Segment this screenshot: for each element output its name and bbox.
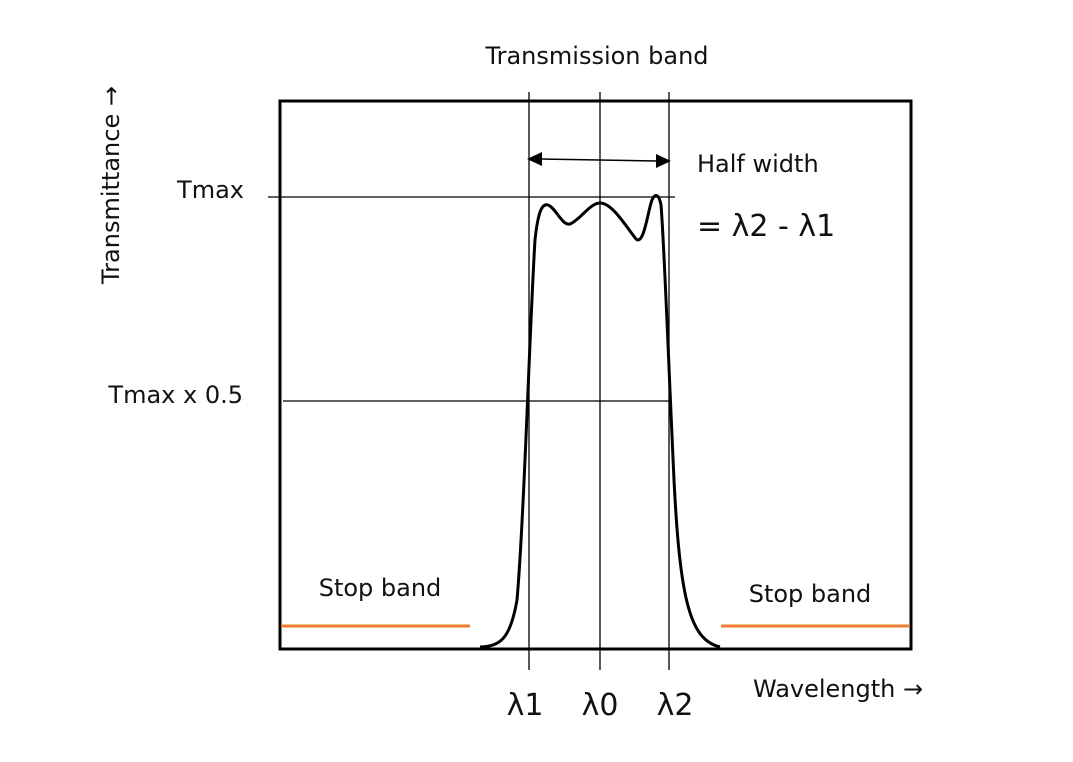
tmax-half-label: Tmax x 0.5 bbox=[107, 381, 243, 409]
half-width-arrow-left-head bbox=[527, 152, 542, 166]
half-width-arrow-right-head bbox=[656, 154, 671, 168]
wavelength-axis-label: Wavelength → bbox=[753, 675, 923, 703]
stop-band-left-label: Stop band bbox=[319, 574, 442, 602]
half-width-label: Half width bbox=[697, 150, 819, 178]
transmittance-axis-label: Transmittance → bbox=[97, 86, 125, 285]
transmission-band-label: Transmission band bbox=[484, 42, 708, 70]
half-width-arrow-line bbox=[539, 158, 659, 162]
tmax-label: Tmax bbox=[176, 176, 244, 204]
half-width-formula: = λ2 - λ1 bbox=[697, 209, 835, 244]
stop-band-right-label: Stop band bbox=[749, 580, 872, 608]
plot-frame bbox=[278, 99, 913, 651]
lambda0-label: λ0 bbox=[582, 688, 619, 723]
lambda2-label: λ2 bbox=[657, 688, 694, 723]
transmission-curve bbox=[479, 194, 721, 649]
lambda1-label: λ1 bbox=[507, 688, 544, 723]
